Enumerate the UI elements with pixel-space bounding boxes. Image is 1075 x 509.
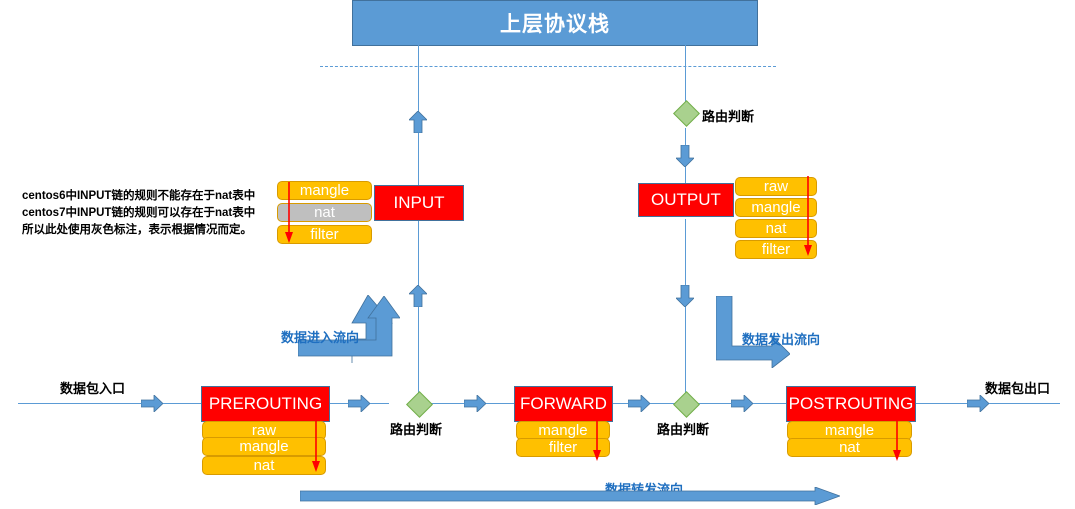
- chain-label-postrouting: POSTROUTING: [788, 394, 914, 413]
- packet-entry-label: 数据包入口: [60, 381, 126, 396]
- packet-exit-label: 数据包出口: [985, 381, 1051, 396]
- routing-decision-label-forward: 路由判断: [657, 422, 710, 437]
- output-flow-arrow-down-top: [676, 145, 694, 167]
- routing-decision-diamond-forward: [673, 391, 700, 418]
- output-flow-arrow-down-bottom: [676, 285, 694, 307]
- routing-decision-diamond-prerouting: [406, 391, 433, 418]
- arrow-prerouting-to-routing: [348, 395, 370, 412]
- centos-note-line-3: 所以此处使用灰色标注，表示根据情况而定。: [22, 224, 252, 236]
- table-label: filter: [761, 241, 791, 258]
- table-label: mangle: [239, 438, 289, 455]
- chain-box-prerouting: PREROUTING: [201, 386, 330, 422]
- centos-note-line-2: centos7中INPUT链的规则可以存在于nat表中: [22, 207, 256, 219]
- table-label: nat: [314, 204, 335, 221]
- table-output-mangle: mangle: [735, 198, 817, 217]
- upper-protocol-stack-box: 上层协议栈: [352, 0, 758, 46]
- chain-label-forward: FORWARD: [520, 394, 607, 413]
- forwarding-flow-arrow: [300, 487, 840, 505]
- table-prerouting-nat: nat: [202, 456, 326, 475]
- table-label: raw: [763, 178, 789, 195]
- input-table-order-arrow: [284, 182, 294, 243]
- table-label: mangle: [538, 422, 588, 439]
- kernel-boundary-dashed-line: [320, 66, 776, 67]
- table-output-filter: filter: [735, 240, 817, 259]
- prerouting-table-order-arrow: [311, 421, 321, 472]
- table-input-filter: filter: [277, 225, 372, 244]
- table-label: filter: [310, 226, 339, 243]
- table-forward-mangle: mangle: [516, 421, 610, 440]
- incoming-flow-arrow-shape: [298, 296, 400, 362]
- arrow-forward-to-routing: [628, 395, 650, 412]
- main-path-segment-entry: [18, 403, 202, 404]
- arrow-routing-to-postrouting: [731, 395, 753, 412]
- routing-decision-label-prerouting: 路由判断: [390, 422, 443, 437]
- outgoing-flow-label: 数据发出流向: [742, 332, 821, 347]
- chain-box-output: OUTPUT: [638, 183, 734, 217]
- chain-box-postrouting: POSTROUTING: [786, 386, 916, 422]
- table-label: raw: [251, 422, 277, 439]
- table-input-mangle: mangle: [277, 181, 372, 200]
- output-column-line-lower: [685, 219, 686, 399]
- chain-box-input: INPUT: [374, 185, 464, 221]
- chain-label-output: OUTPUT: [651, 190, 721, 209]
- centos-note: centos6中INPUT链的规则不能存在于nat表中 centos7中INPU…: [22, 188, 255, 239]
- routing-decision-diamond-output: [673, 100, 700, 127]
- postrouting-table-order-arrow: [892, 421, 902, 461]
- table-input-nat: nat: [277, 203, 372, 222]
- centos-note-line-1: centos6中INPUT链的规则不能存在于nat表中: [22, 190, 256, 202]
- output-table-order-arrow: [803, 176, 813, 256]
- input-column-line-lower: [418, 219, 419, 399]
- chain-label-prerouting: PREROUTING: [208, 394, 323, 413]
- input-flow-arrow-up-top: [409, 111, 427, 133]
- table-label: filter: [548, 439, 578, 456]
- routing-decision-label-output: 路由判断: [702, 109, 755, 124]
- outgoing-flow-arrow-shape: [716, 296, 790, 368]
- upper-protocol-stack-label: 上层协议栈: [500, 13, 610, 36]
- table-label: nat: [253, 457, 275, 474]
- table-forward-filter: filter: [516, 438, 610, 457]
- exit-arrow: [967, 395, 989, 412]
- table-output-raw: raw: [735, 177, 817, 196]
- table-prerouting-mangle: mangle: [202, 437, 326, 456]
- forward-table-order-arrow: [592, 421, 602, 461]
- table-output-nat: nat: [735, 219, 817, 238]
- input-flow-arrow-up-bottom: [409, 285, 427, 307]
- incoming-flow-label: 数据进入流向: [281, 330, 360, 345]
- table-postrouting-nat: nat: [787, 438, 912, 457]
- table-label: nat: [765, 220, 787, 237]
- chain-box-forward: FORWARD: [514, 386, 613, 422]
- entry-arrow: [141, 395, 163, 412]
- table-label: mangle: [751, 199, 801, 216]
- table-label: mangle: [824, 422, 875, 439]
- output-column-line-top: [685, 44, 686, 111]
- arrow-routing-to-forward: [464, 395, 486, 412]
- chain-label-input: INPUT: [393, 193, 445, 212]
- table-label: mangle: [299, 182, 350, 199]
- table-label: nat: [839, 439, 860, 456]
